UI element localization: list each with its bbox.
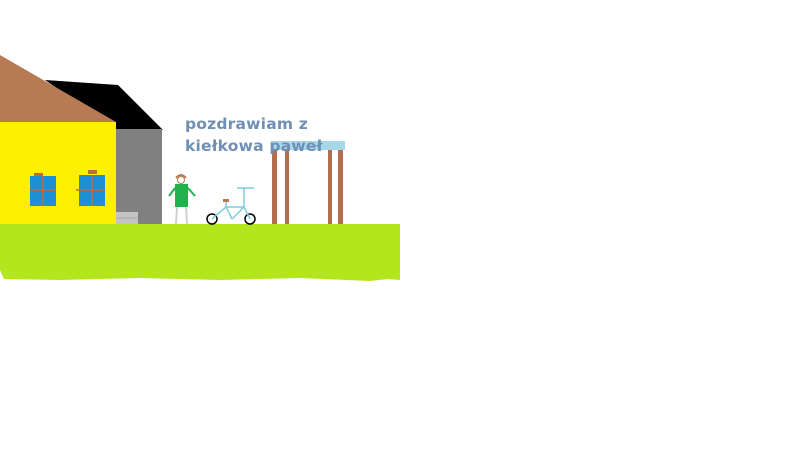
window-left: [30, 173, 56, 206]
main-roof: [0, 55, 116, 122]
grass-lawn: [0, 224, 400, 281]
side-roof: [45, 80, 163, 130]
pergola: [271, 141, 345, 224]
greeting-line-2: kiełkowa paweł: [185, 137, 323, 155]
window-right: [76, 170, 105, 206]
greeting-text: pozdrawiam z kiełkowa paweł: [185, 113, 323, 157]
house-wall: [0, 122, 116, 224]
person: [168, 174, 196, 225]
bicycle: [206, 187, 256, 225]
side-building: [116, 129, 162, 224]
greeting-line-1: pozdrawiam z: [185, 115, 309, 133]
